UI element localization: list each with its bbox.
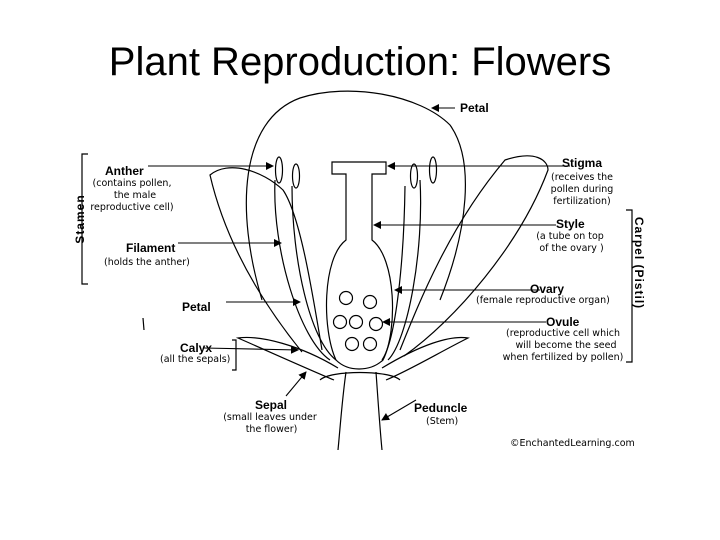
label-sepal-desc: (small leaves under the flower): [223, 412, 317, 435]
top-petal-shape: [245, 90, 466, 301]
left-petal-shape: [209, 167, 323, 353]
ovule-1: [338, 290, 354, 306]
label-stigma-desc: (receives the pollen during fertilizatio…: [550, 172, 614, 207]
anther-4: [409, 163, 419, 189]
label-carpel: Carpel (Pistil): [632, 216, 646, 310]
filament-1: [274, 179, 331, 361]
label-ovary-desc: (female reproductive organ): [476, 295, 610, 306]
label-sepal: Sepal: [255, 398, 288, 412]
ovule-7: [362, 336, 378, 352]
ovule-3: [332, 314, 348, 330]
anther-1: [274, 156, 284, 184]
label-style-desc: (a tube on top of the ovary ): [536, 231, 604, 254]
calyx-bracket: [232, 339, 237, 371]
credit-text: ©EnchantedLearning.com: [510, 438, 635, 449]
carpel-bracket: [626, 209, 633, 363]
small-mark: [142, 317, 145, 331]
receptacle-shape: [319, 371, 401, 381]
left-sepal-shape: [235, 336, 339, 381]
calyx-leader: [203, 345, 299, 354]
right-petal-shape: [399, 155, 549, 357]
pistil-shape: [325, 161, 394, 370]
label-style: Style: [556, 217, 585, 231]
label-peduncle-desc: (Stem): [426, 416, 459, 427]
right-sepal-shape: [381, 336, 470, 381]
label-ovule: Ovule: [546, 315, 580, 329]
label-ovule-desc: (reproductive cell which will become the…: [502, 328, 624, 363]
stem-right-line: [375, 371, 383, 451]
filament-2: [291, 185, 337, 361]
label-calyx: Calyx: [180, 341, 213, 355]
stamen-bracket: [81, 153, 88, 285]
anther-2: [291, 163, 301, 189]
label-stamen: Stamen: [73, 194, 87, 244]
ovule-5: [368, 316, 384, 332]
label-ovary: Ovary: [530, 282, 565, 296]
label-petal-left: Petal: [182, 300, 211, 314]
ovule-2: [362, 294, 378, 310]
peduncle-leader: [381, 399, 417, 421]
filament-3: [387, 179, 422, 361]
label-anther: Anther: [105, 164, 144, 178]
label-petal-top: Petal: [460, 101, 489, 115]
label-filament: Filament: [126, 241, 176, 255]
label-filament-desc: (holds the anther): [104, 257, 190, 268]
label-stigma: Stigma: [562, 156, 603, 170]
label-calyx-desc: (all the sepals): [160, 354, 231, 365]
page-title: Plant Reproduction: Flowers: [108, 40, 612, 84]
stem-left-line: [337, 371, 347, 451]
ovule-4: [348, 314, 364, 330]
sepal-leader: [285, 371, 307, 397]
ovule-6: [344, 336, 360, 352]
label-anther-desc: (contains pollen, the male reproductive …: [90, 178, 174, 213]
label-peduncle: Peduncle: [414, 401, 468, 415]
anther-3: [428, 156, 438, 184]
